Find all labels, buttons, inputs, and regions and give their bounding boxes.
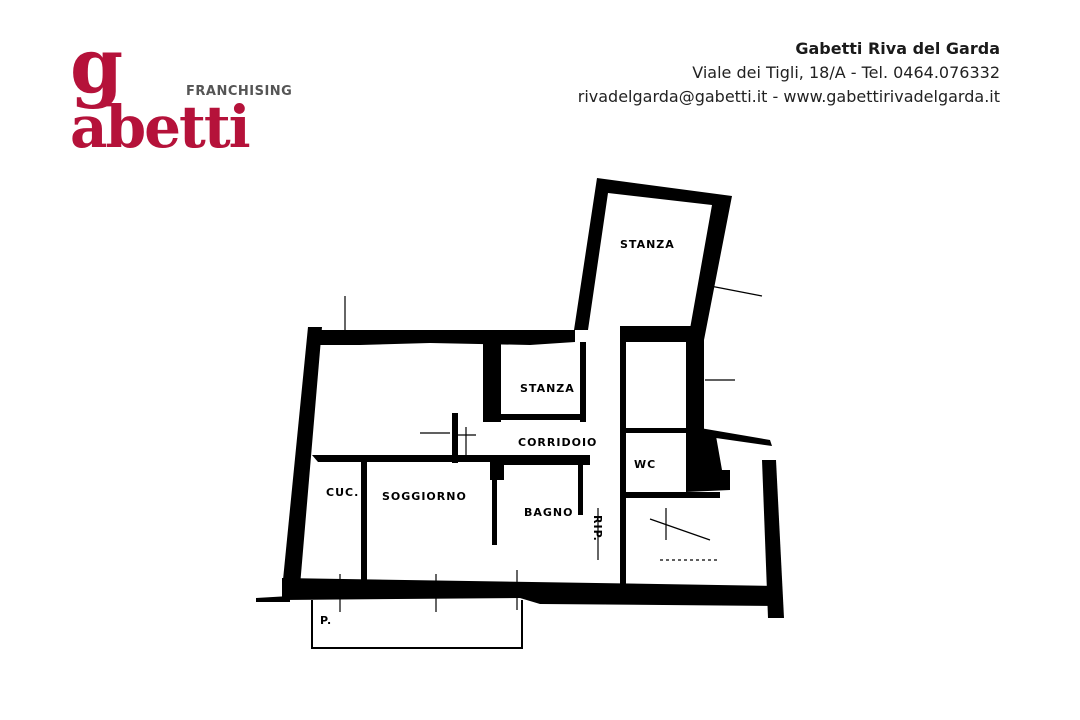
room-label-cucina: CUC.	[326, 486, 359, 499]
logo-word: abetti	[70, 93, 251, 161]
floor-plan-walls	[256, 178, 784, 618]
room-label-wc: WC	[634, 458, 656, 471]
room-label-soggiorno: SOGGIORNO	[382, 490, 467, 503]
agency-contacts: rivadelgarda@gabetti.it - www.gabettiriv…	[577, 87, 1000, 106]
room-label-corridoio: CORRIDOIO	[518, 436, 597, 449]
room-label-stanza: STANZA	[620, 238, 675, 251]
floor-plan-details	[311, 283, 763, 649]
agency-name: Gabetti Riva del Garda	[795, 39, 1000, 58]
gabetti-logo: gabetti FRANCHISING	[70, 28, 293, 157]
room-label-balcone: P.	[320, 614, 332, 627]
logo-initial: g	[70, 21, 123, 110]
agency-contact-block: Gabetti Riva del Garda Viale dei Tigli, …	[578, 37, 1000, 109]
logo-wordmark: gabetti	[70, 21, 290, 157]
room-label-bagno: BAGNO	[524, 506, 573, 519]
logo-subtitle: FRANCHISING	[186, 84, 293, 99]
room-labels: STANZA STANZA CORRIDOIO CUC. SOGGIORNO B…	[320, 238, 675, 627]
room-label-anza: STANZA	[520, 382, 575, 395]
room-label-ripostiglio: RIP.	[591, 515, 604, 542]
agency-address: Viale dei Tigli, 18/A - Tel. 0464.076332	[692, 63, 1000, 82]
